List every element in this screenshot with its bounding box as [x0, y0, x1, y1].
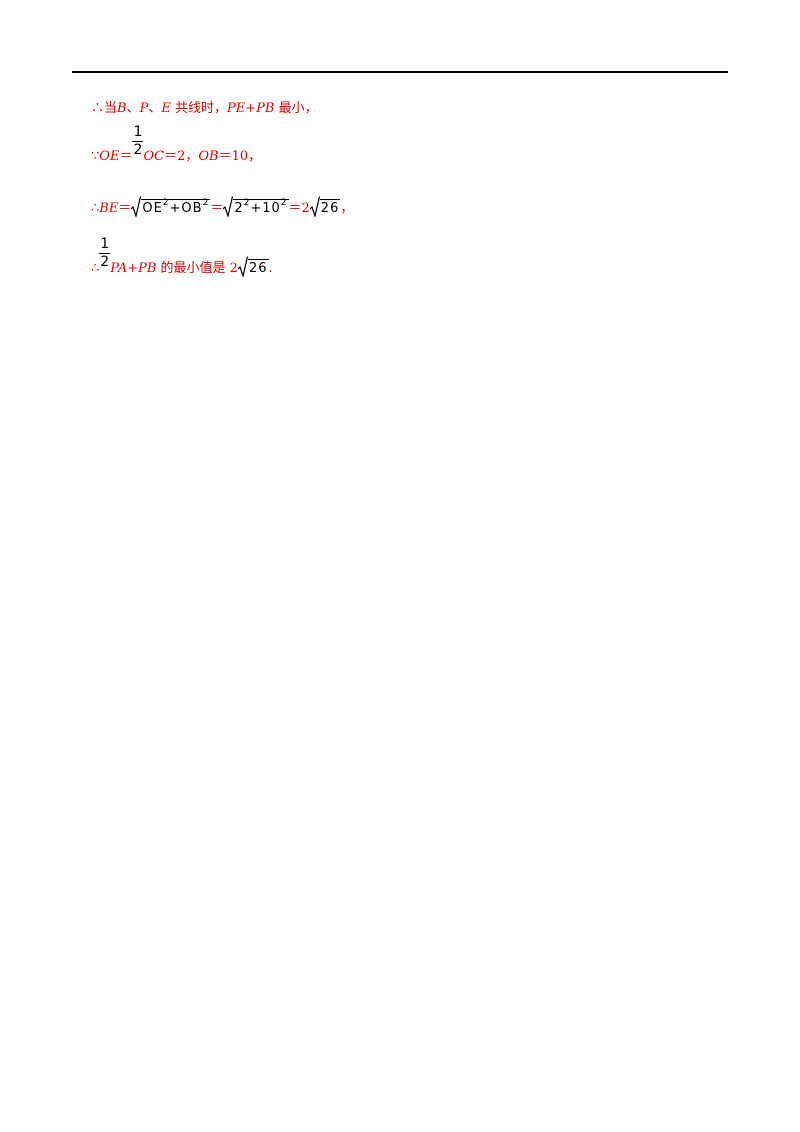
sqrt-26: 26 — [309, 196, 341, 217]
fraction-bar — [99, 253, 111, 254]
radicand: 26 — [319, 199, 341, 216]
radical-sign-icon — [223, 196, 234, 217]
fraction-numerator: 1 — [133, 124, 143, 140]
fraction-numerator: 1 — [100, 236, 110, 252]
because-symbol: ∵ — [91, 149, 100, 164]
radicand: 26 — [247, 259, 269, 276]
solution-line-1: ∴当B、P、E 共线时，PE+PB 最小， — [91, 101, 318, 117]
equals-sign: ＝ — [118, 201, 132, 216]
separator: 、 — [148, 101, 162, 116]
radical-sign-icon — [309, 196, 320, 217]
period: . — [268, 261, 273, 276]
exponent: 2 — [280, 197, 288, 208]
equals-ten: ＝10， — [218, 149, 262, 164]
header-rule — [72, 71, 728, 73]
fraction-bar — [132, 141, 144, 142]
radicand: 22+102 — [233, 197, 289, 217]
therefore-symbol: ∴ — [91, 261, 100, 276]
minimum-value-text: 的最小值是 2 — [156, 261, 238, 276]
equals-sign: ＝ — [210, 201, 224, 216]
point-p: P — [139, 101, 149, 116]
equals-sign: ＝ — [119, 149, 133, 164]
radicand: OE2+OB2 — [141, 197, 211, 217]
sqrt-oe2-ob2: OE2+OB2 — [131, 196, 211, 217]
radicand-term: OE — [142, 201, 163, 216]
sqrt-2sq-10sq: 22+102 — [223, 196, 289, 217]
comma: ， — [340, 201, 354, 216]
segment-ob: OB — [198, 149, 219, 164]
fraction-denominator: 2 — [100, 254, 110, 270]
point-b: B — [117, 101, 127, 116]
point-e: E — [161, 101, 171, 116]
segment-be: BE — [99, 201, 119, 216]
minimum-text: 最小， — [274, 101, 318, 116]
fraction-denominator: 2 — [133, 142, 143, 158]
sqrt-26: 26 — [237, 256, 269, 277]
equals-coefficient: ＝2 — [288, 201, 310, 216]
equals-two: ＝2， — [164, 149, 199, 164]
exponent: 2 — [162, 197, 170, 208]
therefore-text: ∴当 — [91, 101, 118, 116]
exponent: 2 — [243, 197, 251, 208]
segment-oc: OC — [143, 149, 165, 164]
radicand-term: 2 — [234, 201, 244, 216]
radicand-term: +OB — [169, 201, 203, 216]
radical-sign-icon — [131, 196, 142, 217]
expression-pe-pb: PE+PB — [227, 101, 275, 116]
separator: 、 — [126, 101, 140, 116]
exponent: 2 — [202, 197, 210, 208]
segment-oe: OE — [99, 149, 120, 164]
radical-sign-icon — [237, 256, 248, 277]
collinear-text: 共线时， — [170, 101, 227, 116]
therefore-symbol: ∴ — [91, 201, 100, 216]
expression-pa-pb: PA+PB — [110, 261, 157, 276]
radicand-term: +10 — [250, 201, 281, 216]
